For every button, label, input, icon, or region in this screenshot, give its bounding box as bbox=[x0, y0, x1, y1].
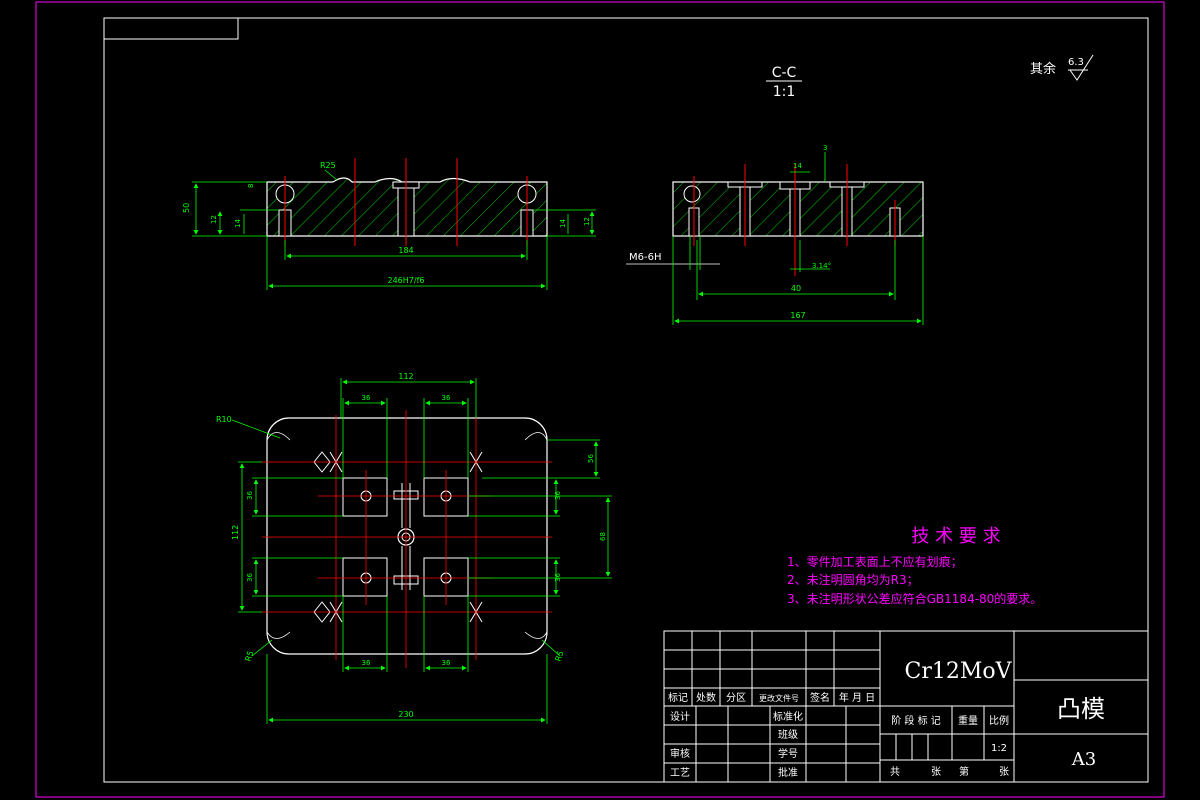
dim-plan-top-36-right: 36 bbox=[442, 394, 451, 402]
tech-req-item: 1、零件加工表面上不应有划痕； bbox=[787, 554, 963, 569]
punch-cavity-bl bbox=[342, 557, 388, 597]
tech-req-item: 2、未注明圆角均为R3； bbox=[787, 572, 919, 587]
dim-plan-right-68: 68 bbox=[599, 532, 607, 541]
scale-label: 比例 bbox=[989, 714, 1009, 727]
row-design: 设计 bbox=[670, 710, 690, 723]
row-standard: 标准化 bbox=[773, 710, 803, 723]
section-name: C-C bbox=[772, 65, 797, 81]
dim-side-3: 3 bbox=[823, 144, 827, 152]
dim-plan-r10: R10 bbox=[216, 415, 232, 424]
outer-border bbox=[35, 1, 1165, 798]
plan-view: 112 36 36 R10 112 36 36 56 36 68 bbox=[216, 372, 612, 724]
dim-plan-bottom-36-right: 36 bbox=[442, 659, 451, 667]
dim-plan-bottom-230: 230 bbox=[398, 710, 413, 719]
col-header: 年 月 日 bbox=[839, 691, 875, 704]
code-box bbox=[103, 17, 239, 40]
dim-side-40: 40 bbox=[791, 284, 801, 293]
row-class: 班级 bbox=[778, 729, 798, 741]
row-approve: 批准 bbox=[778, 766, 798, 779]
dim-plan-left-112: 112 bbox=[231, 525, 240, 540]
sheets-nth: 第 bbox=[959, 765, 969, 778]
dim-plan-right-36-upper: 36 bbox=[554, 491, 562, 500]
surface-finish-note: 其余 6.3 bbox=[1030, 54, 1094, 81]
row-process: 工艺 bbox=[670, 767, 690, 779]
drawing-frame bbox=[103, 17, 1149, 783]
col-header: 更改文件号 bbox=[759, 693, 799, 703]
dim-plan-top-36-left: 36 bbox=[362, 394, 371, 402]
dim-plan-bottom-36-left: 36 bbox=[362, 659, 371, 667]
col-header: 签名 bbox=[810, 691, 830, 704]
plan-outline bbox=[266, 417, 548, 655]
dim-front-right-12: 12 bbox=[583, 217, 591, 226]
dim-plan-top-112: 112 bbox=[398, 372, 413, 381]
sheets-unit: 张 bbox=[999, 766, 1009, 778]
dim-plan-right-36-lower: 36 bbox=[554, 573, 562, 582]
dim-plan-right-56: 56 bbox=[587, 454, 595, 463]
dim-thread-m6: M6-6H bbox=[629, 252, 661, 263]
surface-finish-value: 6.3 bbox=[1068, 57, 1084, 68]
dim-front-left-8: 8 bbox=[247, 184, 255, 188]
dim-front-left-12: 12 bbox=[210, 215, 218, 224]
col-header: 分区 bbox=[726, 692, 746, 704]
dim-plan-left-36-upper: 36 bbox=[246, 491, 254, 500]
sheets-total: 共 bbox=[890, 766, 900, 778]
dim-plan-r5-right: R5 bbox=[553, 650, 565, 663]
stage-label: 阶 段 标 记 bbox=[891, 714, 941, 727]
dim-plan-r5-left: R5 bbox=[243, 650, 255, 663]
row-review: 审核 bbox=[670, 747, 690, 760]
weight-label: 重量 bbox=[958, 714, 978, 727]
title-block bbox=[663, 630, 1149, 783]
scale-value: 1:2 bbox=[991, 743, 1007, 754]
section-scale: 1:1 bbox=[773, 84, 796, 100]
row-number: 学号 bbox=[778, 747, 798, 760]
dim-front-r25: R25 bbox=[320, 161, 336, 170]
roughness-symbol-icon bbox=[1069, 54, 1094, 81]
sheets-unit: 张 bbox=[931, 766, 941, 778]
dim-front-height: 50 bbox=[182, 203, 191, 213]
dim-front-overall: 246H7/f6 bbox=[388, 276, 425, 285]
sheet-size: A3 bbox=[1071, 749, 1096, 770]
surface-finish-label: 其余 bbox=[1030, 61, 1056, 77]
dim-side-14: 14 bbox=[793, 162, 802, 170]
material-label: Cr12MoV bbox=[904, 659, 1012, 684]
dim-side-angle: 3.14° bbox=[812, 262, 831, 270]
dim-side-167: 167 bbox=[790, 311, 805, 320]
tech-req-title: 技 术 要 求 bbox=[911, 526, 1000, 547]
dim-front-right-14: 14 bbox=[559, 219, 567, 228]
section-header: C-C 1:1 bbox=[766, 65, 802, 100]
dim-front-left-14: 14 bbox=[234, 219, 242, 228]
side-section-view: 14 3 M6-6H 3.14° 40 167 bbox=[626, 144, 924, 325]
punch-cavity-tl bbox=[342, 477, 388, 517]
part-name: 凸模 bbox=[1057, 695, 1105, 723]
dim-plan-left-36-lower: 36 bbox=[246, 573, 254, 582]
col-header: 处数 bbox=[696, 691, 716, 704]
tech-req-item: 3、未注明形状公差应符合GB1184-80的要求。 bbox=[787, 591, 1042, 606]
tech-requirements: 技 术 要 求 1、零件加工表面上不应有划痕； 2、未注明圆角均为R3； 3、未… bbox=[787, 526, 1042, 606]
dim-front-184: 184 bbox=[398, 246, 413, 255]
title-block-text: Cr12MoV 凸模 A3 标记 处数 分区 更改文件号 签名 年 月 日 设计… bbox=[668, 659, 1105, 779]
front-section-view: 50 12 14 8 12 14 R25 184 246H7/f6 bbox=[182, 158, 596, 290]
col-header: 标记 bbox=[668, 692, 688, 704]
